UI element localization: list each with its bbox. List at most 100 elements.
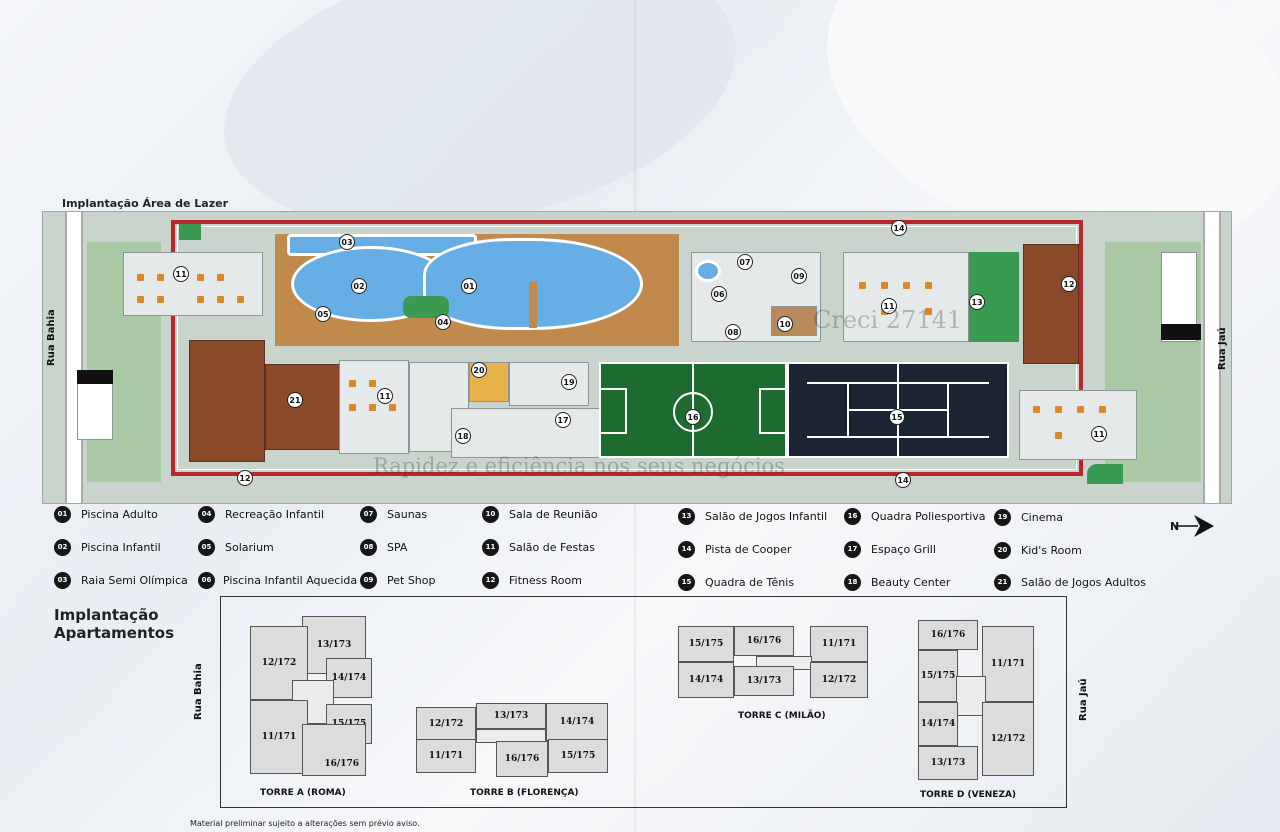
tower-unit: 14/174: [678, 662, 734, 698]
map-marker: 17: [555, 412, 571, 428]
tower-unit: 15/175: [548, 739, 608, 773]
street-rua-jau: [1203, 212, 1221, 503]
road-label-rua-jau: Rua Jaú: [1078, 678, 1089, 721]
north-arrow: N: [1168, 513, 1216, 543]
tower-unit: 12/172: [810, 662, 868, 698]
entrance-block: [77, 370, 113, 384]
map-marker: 02: [351, 278, 367, 294]
grill-and-beauty-area: [451, 408, 601, 458]
tower-unit: 16/176: [918, 620, 978, 650]
map-marker: 21: [287, 392, 303, 408]
tower-unit: 12/172: [416, 707, 476, 741]
map-marker: 04: [435, 314, 451, 330]
tower-unit: 12/172: [982, 702, 1034, 776]
watermark-creci: Creci 27141: [813, 306, 963, 334]
road-label-rua-bahia: Rua Bahia: [193, 663, 204, 720]
fitness-room-12-west: [189, 340, 265, 462]
street-label-rua-jau: Rua Jaú: [1217, 327, 1228, 370]
map-marker: 14: [891, 220, 907, 236]
map-marker: 01: [461, 278, 477, 294]
fitness-room-12-east: [1023, 244, 1079, 364]
garden-corner: [1087, 464, 1123, 484]
jogging-track: [171, 220, 1083, 476]
map-marker: 16: [685, 409, 701, 425]
tower-unit: 11/171: [250, 700, 308, 774]
tower-unit: 16/176: [734, 626, 794, 656]
tower-unit: 14/174: [546, 703, 608, 741]
disclaimer: Material preliminar sujeito a alterações…: [190, 819, 420, 828]
map-marker: 03: [339, 234, 355, 250]
party-hall-11-north: [123, 252, 263, 316]
tower-unit: 13/173: [918, 746, 978, 780]
pool-bridge: [529, 282, 537, 328]
street-label-rua-bahia: Rua Bahia: [46, 309, 57, 366]
map-marker: 13: [969, 294, 985, 310]
tower-label: TORRE D (VENEZA): [920, 790, 1017, 800]
tower-unit: 11/171: [810, 626, 868, 662]
map-marker: 10: [777, 316, 793, 332]
entrance-block: [1161, 324, 1201, 340]
tower-unit: 15/175: [678, 626, 734, 662]
apartments-title: Implantação Apartamentos: [54, 606, 175, 642]
cinema-19: [509, 362, 589, 406]
kids-playground: [403, 296, 449, 318]
tower-unit: 16/176: [302, 724, 366, 776]
map-marker: 11: [173, 266, 189, 282]
map-marker: 11: [881, 298, 897, 314]
party-hall-11-east: [843, 252, 969, 342]
map-marker: 06: [711, 286, 727, 302]
tower-unit: 15/175: [918, 650, 958, 702]
map-marker: 18: [455, 428, 471, 444]
map-marker: 09: [791, 268, 807, 284]
map-marker: 15: [889, 409, 905, 425]
tower-unit: 14/174: [918, 702, 958, 746]
heated-kids-pool: [695, 260, 721, 282]
adult-games-room-21: [265, 364, 341, 450]
tower-unit: 13/173: [476, 703, 546, 729]
map-marker: 19: [561, 374, 577, 390]
map-marker: 12: [1061, 276, 1077, 292]
map-marker: 11: [1091, 426, 1107, 442]
tower-unit: 13/173: [734, 666, 794, 696]
tower-label: TORRE A (ROMA): [260, 788, 346, 798]
tower-unit: 16/176: [496, 741, 548, 777]
party-hall-11-southeast: [1019, 390, 1137, 460]
tower-core: [956, 676, 986, 716]
tower-label: TORRE C (MILÃO): [738, 711, 826, 721]
map-marker: 07: [737, 254, 753, 270]
map-marker: 08: [725, 324, 741, 340]
watermark-slogan: Rapidez e eficiência nos seus negócios: [373, 454, 785, 478]
tower-unit: 11/171: [982, 626, 1034, 702]
street-rua-bahia: [65, 212, 83, 503]
garden-corner: [179, 224, 201, 240]
tower-unit: 11/171: [416, 739, 476, 773]
map-marker: 05: [315, 306, 331, 322]
map-marker: 14: [895, 472, 911, 488]
map-marker: 20: [471, 362, 487, 378]
leisure-site-plan: 11 03 02 01 05 04 06 07 08 09 10 11 13 1…: [42, 211, 1232, 504]
map-marker: 12: [237, 470, 253, 486]
north-arrow-icon: N: [1170, 515, 1214, 537]
svg-text:N: N: [1170, 520, 1179, 533]
